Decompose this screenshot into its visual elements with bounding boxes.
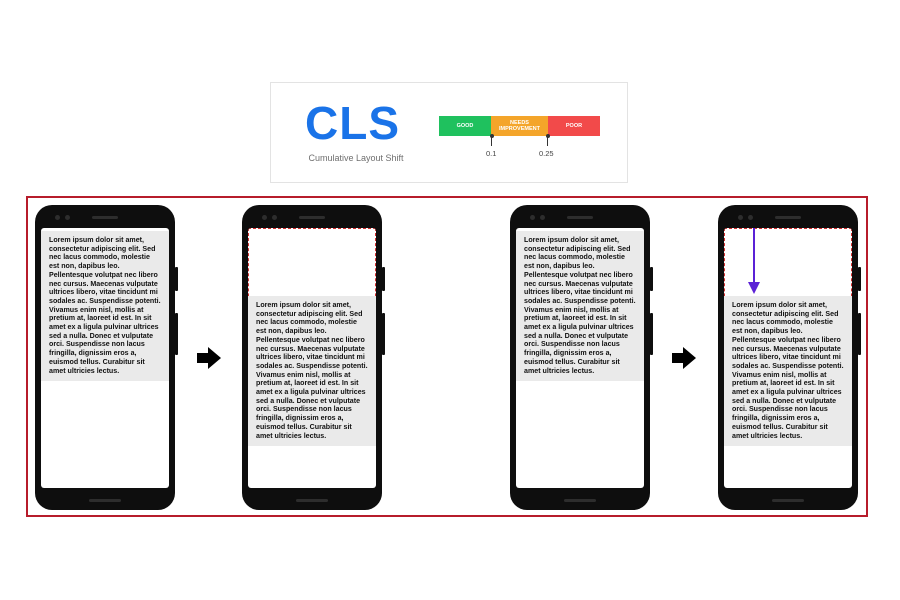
scale-good: GOOD — [439, 116, 491, 136]
cls-metric-card: CLS Cumulative Layout Shift GOOD NEEDS I… — [270, 82, 628, 183]
phone-screen: Lorem ipsum dolor sit amet, consectetur … — [248, 228, 376, 488]
right-arrow-icon — [672, 347, 696, 369]
bottom-speaker-icon — [89, 499, 121, 502]
front-camera-icon — [738, 215, 743, 220]
threshold-label-2: 0.25 — [539, 149, 554, 158]
front-camera-icon — [262, 215, 267, 220]
phone-1-before: Lorem ipsum dolor sit amet, consectetur … — [35, 205, 178, 510]
side-button — [175, 313, 178, 355]
threshold-scale: GOOD NEEDS IMPROVEMENT POOR — [439, 116, 600, 136]
front-camera-icon — [55, 215, 60, 220]
phone-4-after-shift: Lorem ipsum dolor sit amet, consectetur … — [718, 205, 861, 510]
scale-needs-improvement: NEEDS IMPROVEMENT — [491, 116, 548, 136]
metric-acronym: CLS — [305, 97, 400, 149]
threshold-label-1: 0.1 — [486, 149, 497, 158]
bottom-speaker-icon — [772, 499, 804, 502]
earpiece-icon — [299, 216, 325, 219]
metric-full-name: Cumulative Layout Shift — [308, 153, 404, 163]
phone-2-after-shift: Lorem ipsum dolor sit amet, consectetur … — [242, 205, 385, 510]
front-sensor-icon — [272, 215, 277, 220]
threshold-tick-2 — [547, 136, 548, 146]
examples-frame — [26, 196, 868, 517]
threshold-dot-1 — [489, 134, 494, 138]
text-block: Lorem ipsum dolor sit amet, consectetur … — [41, 231, 169, 382]
phone-screen: Lorem ipsum dolor sit amet, consectetur … — [41, 228, 169, 488]
bottom-speaker-icon — [564, 499, 596, 502]
scale-poor: POOR — [548, 116, 600, 136]
side-button — [650, 267, 653, 291]
phone-screen: Lorem ipsum dolor sit amet, consectetur … — [724, 228, 852, 488]
earpiece-icon — [567, 216, 593, 219]
earpiece-icon — [92, 216, 118, 219]
bottom-speaker-icon — [296, 499, 328, 502]
right-arrow-icon — [197, 347, 221, 369]
threshold-dot-2 — [545, 134, 550, 138]
side-button — [858, 313, 861, 355]
side-button — [175, 267, 178, 291]
earpiece-icon — [775, 216, 801, 219]
text-block-shifted: Lorem ipsum dolor sit amet, consectetur … — [724, 296, 852, 447]
side-button — [650, 313, 653, 355]
phone-screen: Lorem ipsum dolor sit amet, consectetur … — [516, 228, 644, 488]
down-arrow-icon — [748, 228, 760, 294]
front-sensor-icon — [748, 215, 753, 220]
side-button — [858, 267, 861, 291]
front-camera-icon — [530, 215, 535, 220]
text-block-shifted: Lorem ipsum dolor sit amet, consectetur … — [248, 296, 376, 447]
front-sensor-icon — [65, 215, 70, 220]
text-block: Lorem ipsum dolor sit amet, consectetur … — [516, 231, 644, 382]
side-button — [382, 313, 385, 355]
threshold-tick-1 — [491, 136, 492, 146]
phone-3-before: Lorem ipsum dolor sit amet, consectetur … — [510, 205, 653, 510]
front-sensor-icon — [540, 215, 545, 220]
side-button — [382, 267, 385, 291]
